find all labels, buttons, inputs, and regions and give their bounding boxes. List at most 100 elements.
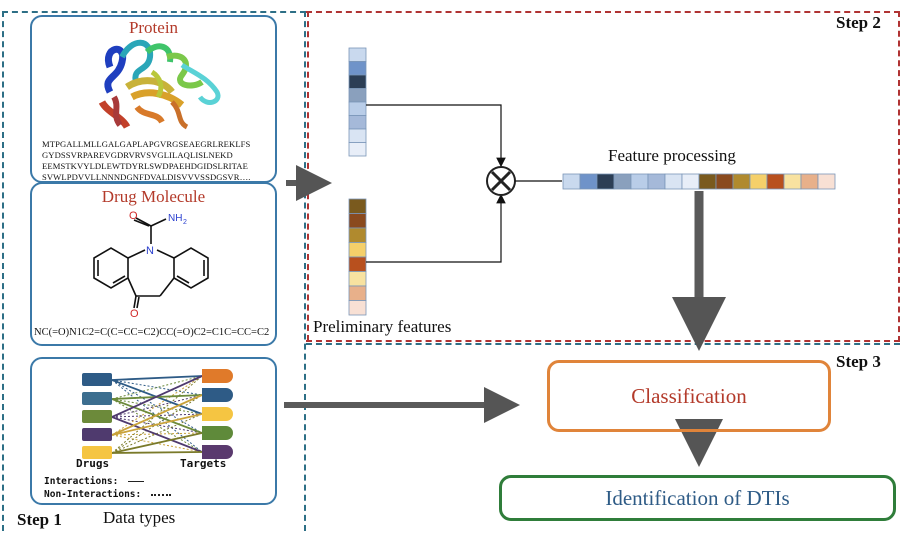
step3-frame bbox=[306, 343, 900, 531]
drug-node bbox=[82, 428, 112, 441]
drug-feature-cell bbox=[348, 271, 367, 287]
combined-feature-cell bbox=[698, 173, 717, 190]
non-interactions-line-swatch bbox=[150, 493, 171, 496]
step2-label: Step 2 bbox=[836, 13, 881, 32]
atom-nh2-subscript: 2 bbox=[183, 219, 187, 226]
interaction-edge bbox=[111, 375, 203, 381]
combined-feature-cell bbox=[579, 173, 598, 190]
non-interaction-edge bbox=[111, 413, 203, 454]
protein-feature-vector bbox=[348, 47, 367, 157]
target-node bbox=[202, 407, 233, 421]
non-interaction-edge bbox=[111, 375, 203, 436]
sequence-line: SVWLPDVVLLNNNDGNFDVALDISVVVSSDGSVR…. bbox=[42, 172, 251, 182]
step1-frame bbox=[2, 11, 306, 531]
protein-feature-cell bbox=[348, 101, 367, 116]
atom-o-top-label: O bbox=[129, 210, 138, 222]
atom-n-label: N bbox=[146, 245, 154, 257]
combined-feature-cell bbox=[800, 173, 819, 190]
targets-label: Targets bbox=[180, 457, 227, 470]
atom-nh2-label: NH bbox=[168, 213, 182, 224]
combined-feature-cell bbox=[647, 173, 666, 190]
combined-feature-cell bbox=[783, 173, 802, 190]
interaction-edge bbox=[111, 451, 203, 454]
drugs-label: Drugs bbox=[76, 457, 110, 470]
interactions-legend: Interactions: bbox=[44, 476, 145, 487]
drug-feature-cell bbox=[348, 198, 367, 214]
combined-feature-cell bbox=[715, 173, 734, 190]
target-node bbox=[202, 369, 233, 383]
interaction-edge bbox=[111, 394, 203, 436]
drug-structure-image: N O NH 2 O bbox=[93, 210, 209, 320]
sequence-line: MTPGALLMLLGALGAPLAPGVRGSEAEGRLREKLFS bbox=[42, 139, 251, 149]
drug-feature-cell bbox=[348, 213, 367, 229]
non-interaction-edge bbox=[111, 375, 203, 400]
classification-box: Classification bbox=[547, 360, 831, 432]
protein-feature-cell bbox=[348, 88, 367, 103]
protein-feature-cell bbox=[348, 74, 367, 89]
multiply-operator-icon bbox=[486, 166, 516, 196]
target-node bbox=[202, 388, 233, 402]
interaction-edge bbox=[111, 413, 203, 436]
protein-title: Protein bbox=[128, 18, 179, 37]
interaction-edge bbox=[111, 375, 203, 418]
step3-label: Step 3 bbox=[836, 352, 881, 371]
drug-title: Drug Molecule bbox=[101, 187, 206, 206]
protein-feature-cell bbox=[348, 47, 367, 62]
step2-frame bbox=[306, 11, 900, 342]
identification-box: Identification of DTIs bbox=[499, 475, 896, 521]
drug-node bbox=[82, 373, 112, 386]
combined-feature-cell bbox=[766, 173, 785, 190]
drug-feature-cell bbox=[348, 256, 367, 272]
protein-feature-cell bbox=[348, 61, 367, 76]
combined-feature-cell bbox=[817, 173, 836, 190]
interaction-edge bbox=[111, 416, 203, 453]
bipartite-graph bbox=[82, 369, 233, 459]
combined-feature-cell bbox=[630, 173, 649, 190]
drug-box: Drug Molecule bbox=[30, 182, 277, 346]
drug-feature-cell bbox=[348, 285, 367, 301]
data-types-label: Data types bbox=[103, 508, 176, 527]
preliminary-features-label: Preliminary features bbox=[313, 317, 452, 336]
non-interaction-edge bbox=[111, 379, 203, 396]
protein-to-operator-arrow bbox=[366, 104, 506, 168]
drug-feature-vector bbox=[348, 198, 367, 316]
interaction-edge bbox=[111, 398, 203, 434]
non-interaction-edge bbox=[111, 394, 203, 418]
combined-feature-cell bbox=[681, 173, 700, 190]
interactions-legend-text: Interactions: bbox=[44, 476, 119, 487]
drug-node bbox=[82, 446, 112, 459]
sequence-line: EEMSTKVYLDLEWTDYRLSWDPAEHDGIDSLRITAE bbox=[42, 161, 248, 171]
non-interactions-legend: Non-Interactions: bbox=[44, 489, 171, 500]
combined-feature-cell bbox=[749, 173, 768, 190]
combined-feature-cell bbox=[732, 173, 751, 190]
non-interactions-legend-text: Non-Interactions: bbox=[44, 489, 142, 500]
drug-node bbox=[82, 392, 112, 405]
combined-feature-cell bbox=[613, 173, 632, 190]
drug-node bbox=[82, 410, 112, 423]
non-interaction-edge bbox=[111, 398, 203, 415]
combined-feature-vector bbox=[562, 173, 836, 190]
atom-o-bottom-label: O bbox=[130, 308, 139, 320]
protein-feature-cell bbox=[348, 115, 367, 130]
feature-processing-label: Feature processing bbox=[608, 146, 736, 165]
drug-feature-cell bbox=[348, 242, 367, 258]
protein-feature-cell bbox=[348, 128, 367, 143]
sequence-line: GYDSSVRPAREVGDRVRVSVGLILAQLISLNEKD bbox=[42, 150, 233, 160]
data-types-box: Drugs Targets Interactions: Non-Interact… bbox=[30, 357, 277, 505]
step1-label: Step 1 bbox=[17, 510, 62, 529]
step1-frame-top-border bbox=[2, 11, 306, 13]
combined-feature-cell bbox=[562, 173, 581, 190]
drug-feature-cell bbox=[348, 227, 367, 243]
drug-to-operator-arrow bbox=[366, 193, 506, 263]
drug-smiles: NC(=O)N1C2=C(C=CC=C2)CC(=O)C2=C1C=CC=C2 bbox=[34, 327, 270, 338]
interaction-edge bbox=[111, 432, 203, 454]
combined-feature-cell bbox=[664, 173, 683, 190]
drug-feature-cell bbox=[348, 300, 367, 316]
protein-feature-cell bbox=[348, 142, 367, 157]
interactions-line-swatch bbox=[128, 481, 145, 482]
combined-feature-cell bbox=[596, 173, 615, 190]
protein-box: Protein MTPGALLMLLGALGAPLAPGVRGSEAEGRLRE… bbox=[30, 15, 277, 183]
